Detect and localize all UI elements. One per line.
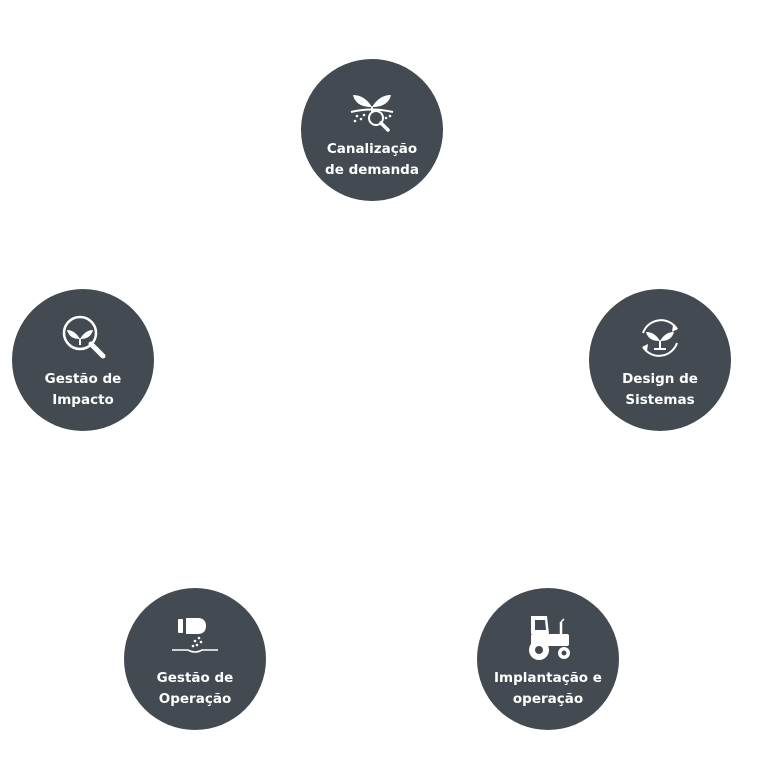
tractor-icon	[521, 610, 575, 664]
label-line: Gestão de	[156, 670, 234, 686]
node-label: Gestão de Operação	[135, 668, 255, 710]
node-label: Gestão de Impacto	[23, 369, 143, 411]
seed-spreader-icon	[168, 610, 222, 664]
node-label: Canalização de demanda	[312, 139, 432, 181]
plant-cycle-icon	[633, 311, 687, 365]
label-line: de demanda	[325, 162, 419, 178]
node-design-de-sistemas[interactable]: Design de Sistemas	[589, 289, 731, 431]
label-line: Design de	[622, 371, 698, 387]
label-line: Canalização	[326, 141, 418, 157]
label-line: Operação	[158, 691, 232, 707]
label-line: Sistemas	[625, 392, 695, 408]
node-implantacao-e-operacao[interactable]: Implantação e operação	[477, 588, 619, 730]
label-line: Gestão de	[44, 371, 122, 387]
node-gestao-de-impacto[interactable]: Gestão de Impacto	[12, 289, 154, 431]
leaf-magnifier-icon	[56, 311, 110, 365]
node-label: Implantação e operação	[488, 668, 608, 710]
plant-magnifier-icon	[345, 81, 399, 135]
label-line: Implantação e	[494, 670, 602, 686]
node-gestao-de-operacao[interactable]: Gestão de Operação	[124, 588, 266, 730]
label-line: operação	[512, 691, 584, 707]
node-label: Design de Sistemas	[600, 369, 720, 411]
label-line: Impacto	[52, 392, 114, 408]
node-canalizacao-de-demanda[interactable]: Canalização de demanda	[301, 59, 443, 201]
